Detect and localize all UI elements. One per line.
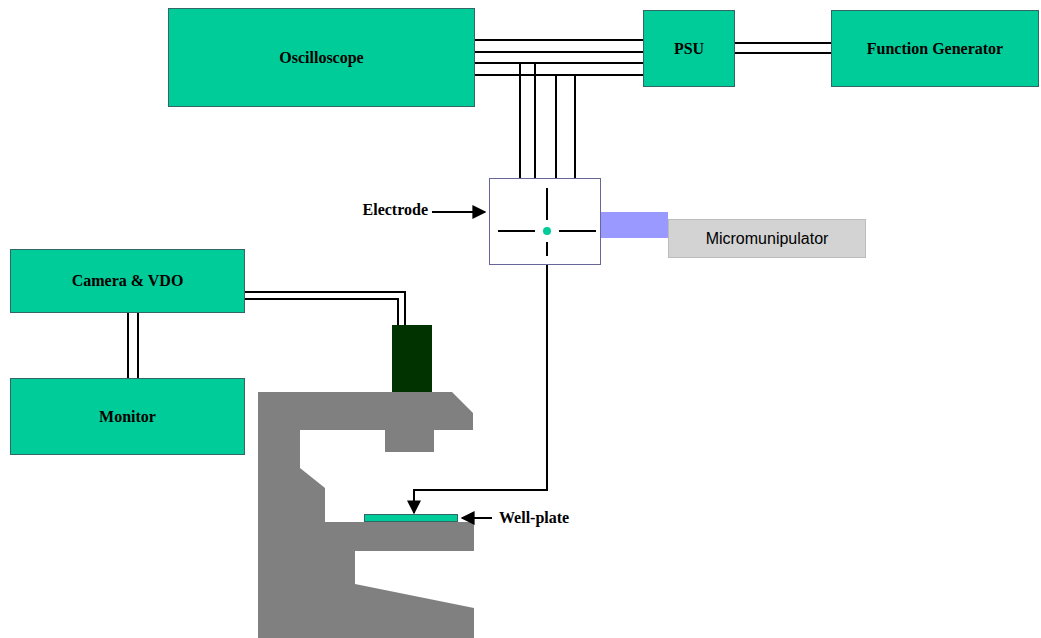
node-label: Function Generator <box>867 40 1003 58</box>
manipulator-arm <box>601 212 668 238</box>
electrode-housing <box>489 178 601 265</box>
crosshair <box>546 242 548 256</box>
microscope-body <box>258 392 474 638</box>
wire-connector <box>414 265 547 513</box>
callout-arrow <box>432 211 485 213</box>
node-label: Electrode <box>363 201 428 219</box>
node-label: Oscilloscope <box>279 49 363 67</box>
wire-connector <box>127 313 129 378</box>
wire-connector <box>475 39 643 41</box>
wire-connector <box>475 51 643 53</box>
node-label: Camera & VDO <box>72 272 184 290</box>
manipulator-box: Micromunipulator <box>668 219 866 258</box>
instrument-box: Oscilloscope <box>168 8 475 107</box>
wire-connector <box>735 52 831 54</box>
camera-cable <box>245 292 405 325</box>
node-label: Micromunipulator <box>706 230 829 248</box>
crosshair <box>546 188 548 220</box>
node-label: Well-plate <box>499 509 569 527</box>
wire-connector <box>556 75 643 178</box>
instrument-box: Camera & VDO <box>10 249 245 313</box>
callout-arrow <box>462 517 492 519</box>
crosshair <box>559 230 596 232</box>
wire-connector <box>735 42 831 44</box>
well-plate: Well-plate <box>364 514 458 522</box>
wire-connector <box>137 313 139 378</box>
wire-connector <box>535 63 643 178</box>
instrument-box: Monitor <box>10 378 245 455</box>
electrode-tip <box>543 227 551 235</box>
camera-body <box>392 325 432 392</box>
camera-cable <box>245 299 398 325</box>
node-label: PSU <box>674 40 704 58</box>
instrument-box: PSU <box>643 10 735 87</box>
wire-connector <box>520 63 643 178</box>
instrument-box: Function Generator <box>831 10 1039 87</box>
node-label: Monitor <box>99 408 156 426</box>
wire-connector <box>575 75 643 178</box>
crosshair <box>498 230 535 232</box>
electrode-box: Electrode <box>489 178 601 265</box>
